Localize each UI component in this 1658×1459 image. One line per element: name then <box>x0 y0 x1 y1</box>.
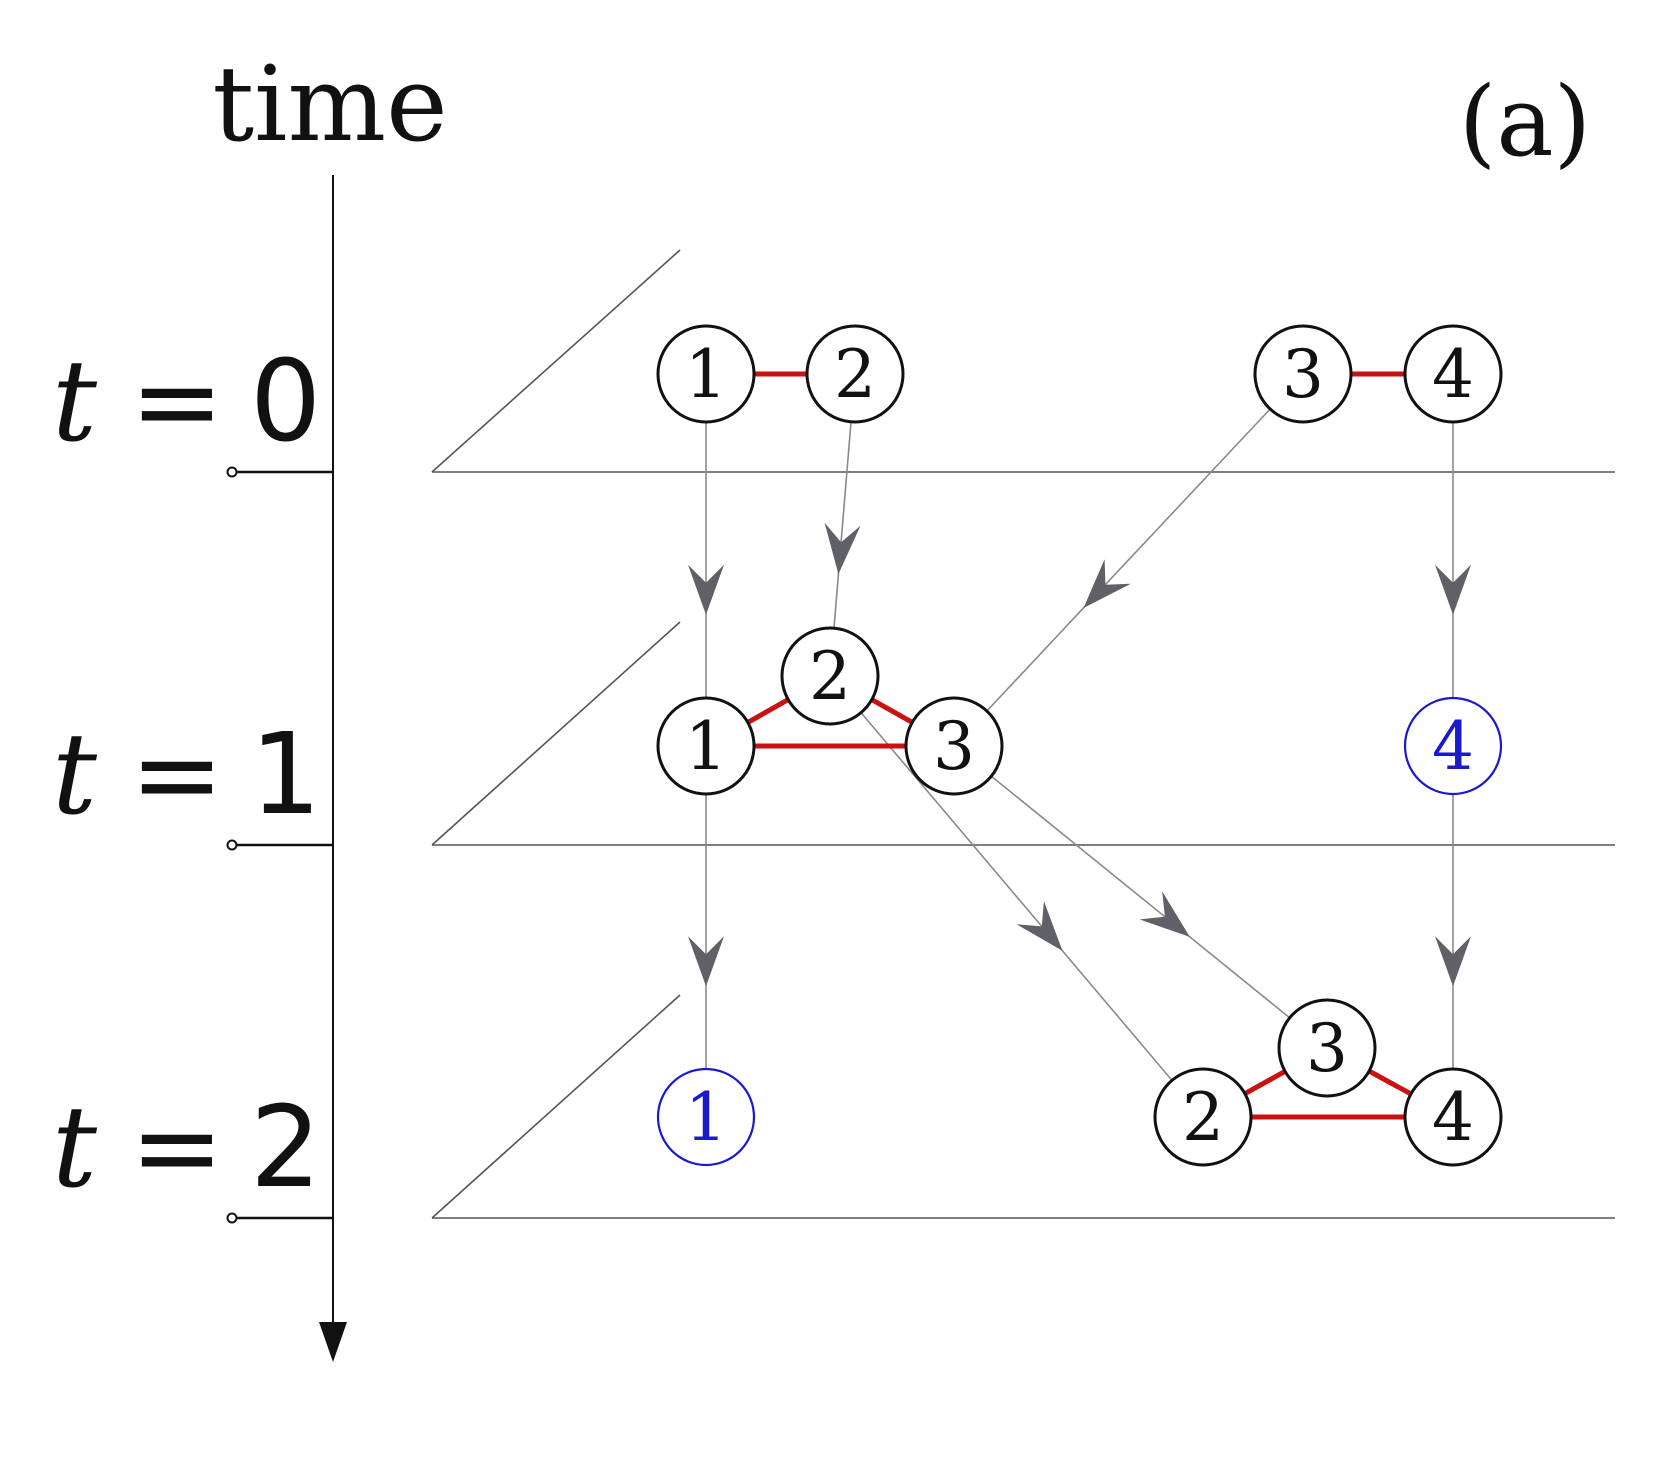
node-circle <box>1403 1067 1503 1167</box>
transition-node-3-t0-to-t1 <box>986 408 1271 712</box>
node-t2-4: 4 <box>1403 1067 1503 1167</box>
transition-node-1-t1-to-t2 <box>688 794 724 1069</box>
node-t2-3: 3 <box>1277 998 1377 1098</box>
layer-label-0: t = 0 <box>52 337 321 467</box>
layer-marker-2 <box>226 1212 333 1224</box>
node-circle <box>1277 998 1377 1098</box>
node-t0-3: 3 <box>1253 324 1353 424</box>
node-circle <box>1403 696 1503 796</box>
equals-sign: = <box>130 1083 224 1213</box>
node-label: 3 <box>933 708 975 785</box>
node-label: 4 <box>1432 708 1474 785</box>
plane-side-edge <box>431 249 681 473</box>
transition-node-1-t0-to-t1 <box>688 422 724 698</box>
panel-label: (a) <box>1459 66 1591 178</box>
node-circle <box>780 626 880 726</box>
t-value: 0 <box>250 337 321 467</box>
node-label: 3 <box>1282 336 1324 413</box>
node-t1-4: 4 <box>1403 696 1503 796</box>
transition-arrowhead <box>1016 901 1063 951</box>
layer-plane-0 <box>431 249 1615 473</box>
transition-line <box>990 775 1291 1019</box>
node-label: 4 <box>1432 336 1474 413</box>
network-nodes: 1 2 3 4 1 2 3 4 1 2 3 4 <box>656 324 1503 1167</box>
node-circle <box>805 324 905 424</box>
layer-plane-2 <box>431 994 1615 1219</box>
t-symbol: t <box>52 337 98 467</box>
transition-line <box>986 408 1271 712</box>
transition-arrowhead <box>1435 936 1471 987</box>
plane-side-edge <box>431 994 681 1219</box>
transition-arrowhead <box>824 522 861 575</box>
transition-node-3-t1-to-t2 <box>990 775 1291 1019</box>
node-circle <box>656 696 756 796</box>
transition-arrowhead <box>688 936 724 987</box>
transition-node-4-t0-to-t1 <box>1435 422 1471 698</box>
layer-marker-1 <box>226 839 333 851</box>
node-circle <box>1153 1067 1253 1167</box>
t-symbol: t <box>52 1083 98 1213</box>
transition-arrowhead <box>688 564 724 615</box>
transition-node-2-t1-to-t2 <box>860 712 1173 1081</box>
transition-node-2-t0-to-t1 <box>824 421 861 629</box>
transition-line <box>860 712 1173 1081</box>
node-t0-2: 2 <box>805 324 905 424</box>
time-axis-arrowhead <box>319 1322 347 1362</box>
transition-arrowhead <box>1435 564 1471 615</box>
equals-sign: = <box>130 337 224 467</box>
node-circle <box>1403 324 1503 424</box>
transition-arrowhead <box>1139 891 1190 937</box>
t-value: 1 <box>250 710 321 840</box>
node-t0-4: 4 <box>1403 324 1503 424</box>
node-label: 2 <box>809 638 851 715</box>
node-t2-2: 2 <box>1153 1067 1253 1167</box>
layer-label-1: t = 1 <box>52 710 321 840</box>
node-circle <box>904 696 1004 796</box>
node-t1-2: 2 <box>780 626 880 726</box>
layer-plane-1 <box>431 621 1615 846</box>
equals-sign: = <box>130 710 224 840</box>
transition-node-4-t1-to-t2 <box>1435 794 1471 1069</box>
layer-marker-0 <box>226 466 333 478</box>
time-axis-label: time <box>212 43 447 165</box>
node-label: 3 <box>1306 1010 1348 1087</box>
node-circle <box>656 324 756 424</box>
node-transitions <box>688 408 1471 1081</box>
t-value: 2 <box>250 1083 321 1213</box>
layer-label-2: t = 2 <box>52 1083 321 1213</box>
node-label: 1 <box>685 1079 727 1156</box>
node-circle <box>656 1067 756 1167</box>
node-label: 4 <box>1432 1079 1474 1156</box>
node-t2-1: 1 <box>656 1067 756 1167</box>
node-label: 1 <box>685 708 727 785</box>
plane-side-edge <box>431 621 681 846</box>
node-circle <box>1253 324 1353 424</box>
node-t1-3: 3 <box>904 696 1004 796</box>
node-t0-1: 1 <box>656 324 756 424</box>
node-label: 1 <box>685 336 727 413</box>
transition-line <box>833 421 852 629</box>
t-symbol: t <box>52 710 98 840</box>
transition-arrowhead <box>1083 559 1131 608</box>
node-t1-1: 1 <box>656 696 756 796</box>
node-label: 2 <box>1182 1079 1224 1156</box>
node-label: 2 <box>834 336 876 413</box>
